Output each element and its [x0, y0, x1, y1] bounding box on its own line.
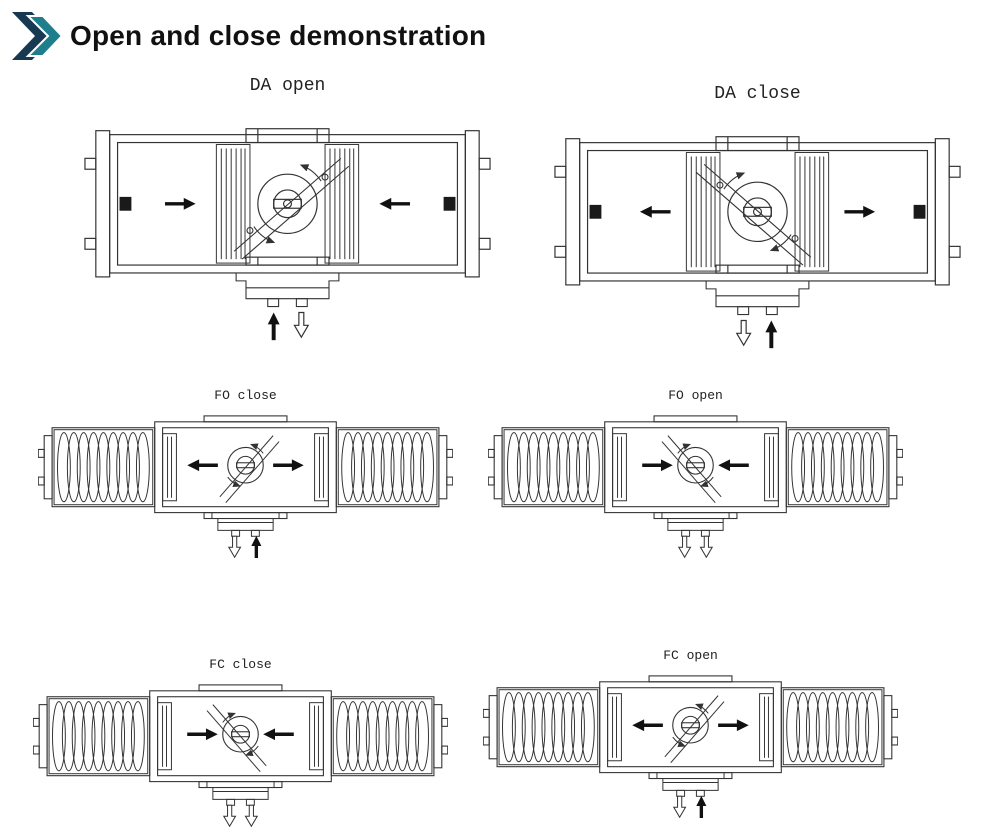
actuator-body — [84, 128, 491, 278]
air-port-arrows — [678, 535, 713, 558]
right-piston — [759, 693, 774, 762]
bottom-flange — [211, 512, 280, 537]
rotation-arrows — [677, 443, 714, 487]
air-out-arrow — [678, 535, 692, 558]
diagram-fc-open: FC open — [483, 648, 898, 818]
right-spring — [332, 698, 433, 775]
fo-open-drawing — [488, 415, 903, 558]
air-port-arrows — [265, 310, 309, 343]
fc-open-drawing — [483, 675, 898, 818]
rotation-arrows — [672, 703, 709, 747]
rotation-arrows — [246, 164, 329, 244]
air-port-arrows — [673, 794, 709, 818]
piston-motion-arrows — [640, 457, 751, 473]
air-port-arrows — [223, 804, 258, 827]
pinion-gear — [257, 173, 318, 235]
left-piston — [685, 152, 721, 272]
bottom-flange — [705, 280, 810, 316]
rack — [206, 704, 267, 773]
rack — [664, 695, 725, 764]
da-close-drawing — [554, 136, 961, 351]
da-open-drawing — [84, 128, 491, 343]
right-spring — [787, 429, 888, 506]
fo-close-drawing — [38, 415, 453, 558]
right-piston — [314, 433, 329, 502]
diagram-label-fo-close: FO close — [214, 388, 277, 403]
air-in-arrow — [265, 310, 282, 343]
bottom-flange — [206, 781, 275, 806]
left-piston — [612, 433, 627, 502]
diagram-da-close: DA close — [550, 84, 965, 360]
rack — [219, 435, 280, 504]
diagram-fo-open: FO open — [488, 388, 903, 558]
air-port-arrows — [736, 318, 780, 351]
left-piston — [607, 693, 622, 762]
air-out-arrow — [228, 535, 242, 558]
diagram-da-open: DA open — [80, 76, 495, 352]
right-piston — [794, 152, 830, 272]
diagram-label-fc-close: FC close — [209, 657, 272, 672]
piston-motion-arrows — [185, 457, 306, 473]
left-piston — [162, 433, 177, 502]
air-in-arrow — [694, 794, 709, 818]
rotation-arrows — [716, 172, 799, 252]
left-piston — [157, 702, 172, 771]
air-in-arrow — [249, 534, 264, 558]
left-spring — [503, 429, 604, 506]
bottom-flange — [656, 772, 725, 797]
diagram-label-fo-open: FO open — [668, 388, 723, 403]
bottom-flange — [661, 512, 730, 537]
air-out-arrow — [244, 804, 258, 827]
piston-motion-arrows — [630, 717, 751, 733]
rotation-arrows — [222, 712, 259, 756]
rack — [661, 435, 722, 504]
left-spring — [53, 429, 154, 506]
air-out-arrow — [293, 311, 309, 338]
air-out-arrow — [699, 535, 713, 558]
diagram-fo-close: FO close — [38, 388, 453, 558]
pinion-gear — [727, 181, 788, 243]
right-piston — [309, 702, 324, 771]
piston-motion-arrows — [185, 726, 296, 742]
diagram-label-da-open: DA open — [249, 76, 326, 96]
right-spring — [782, 689, 883, 766]
bottom-flange — [235, 272, 340, 308]
left-spring — [498, 689, 599, 766]
double-chevron-right-icon — [12, 12, 64, 60]
left-spring — [48, 698, 149, 775]
rotation-arrows — [227, 443, 264, 487]
diagram-fc-close: FC close — [33, 657, 448, 827]
rack — [695, 163, 812, 266]
air-out-arrow — [223, 804, 237, 827]
diagram-label-fc-open: FC open — [663, 648, 718, 663]
right-piston — [324, 144, 360, 264]
air-port-arrows — [228, 534, 264, 558]
page-title: Open and close demonstration — [70, 20, 487, 51]
right-spring — [337, 429, 438, 506]
fc-close-drawing — [33, 684, 448, 827]
diagram-label-da-close: DA close — [714, 84, 801, 104]
right-piston — [764, 433, 779, 502]
air-out-arrow — [673, 795, 687, 818]
rack — [233, 157, 350, 260]
air-in-arrow — [763, 318, 780, 351]
air-out-arrow — [736, 319, 752, 346]
left-piston — [215, 144, 251, 264]
